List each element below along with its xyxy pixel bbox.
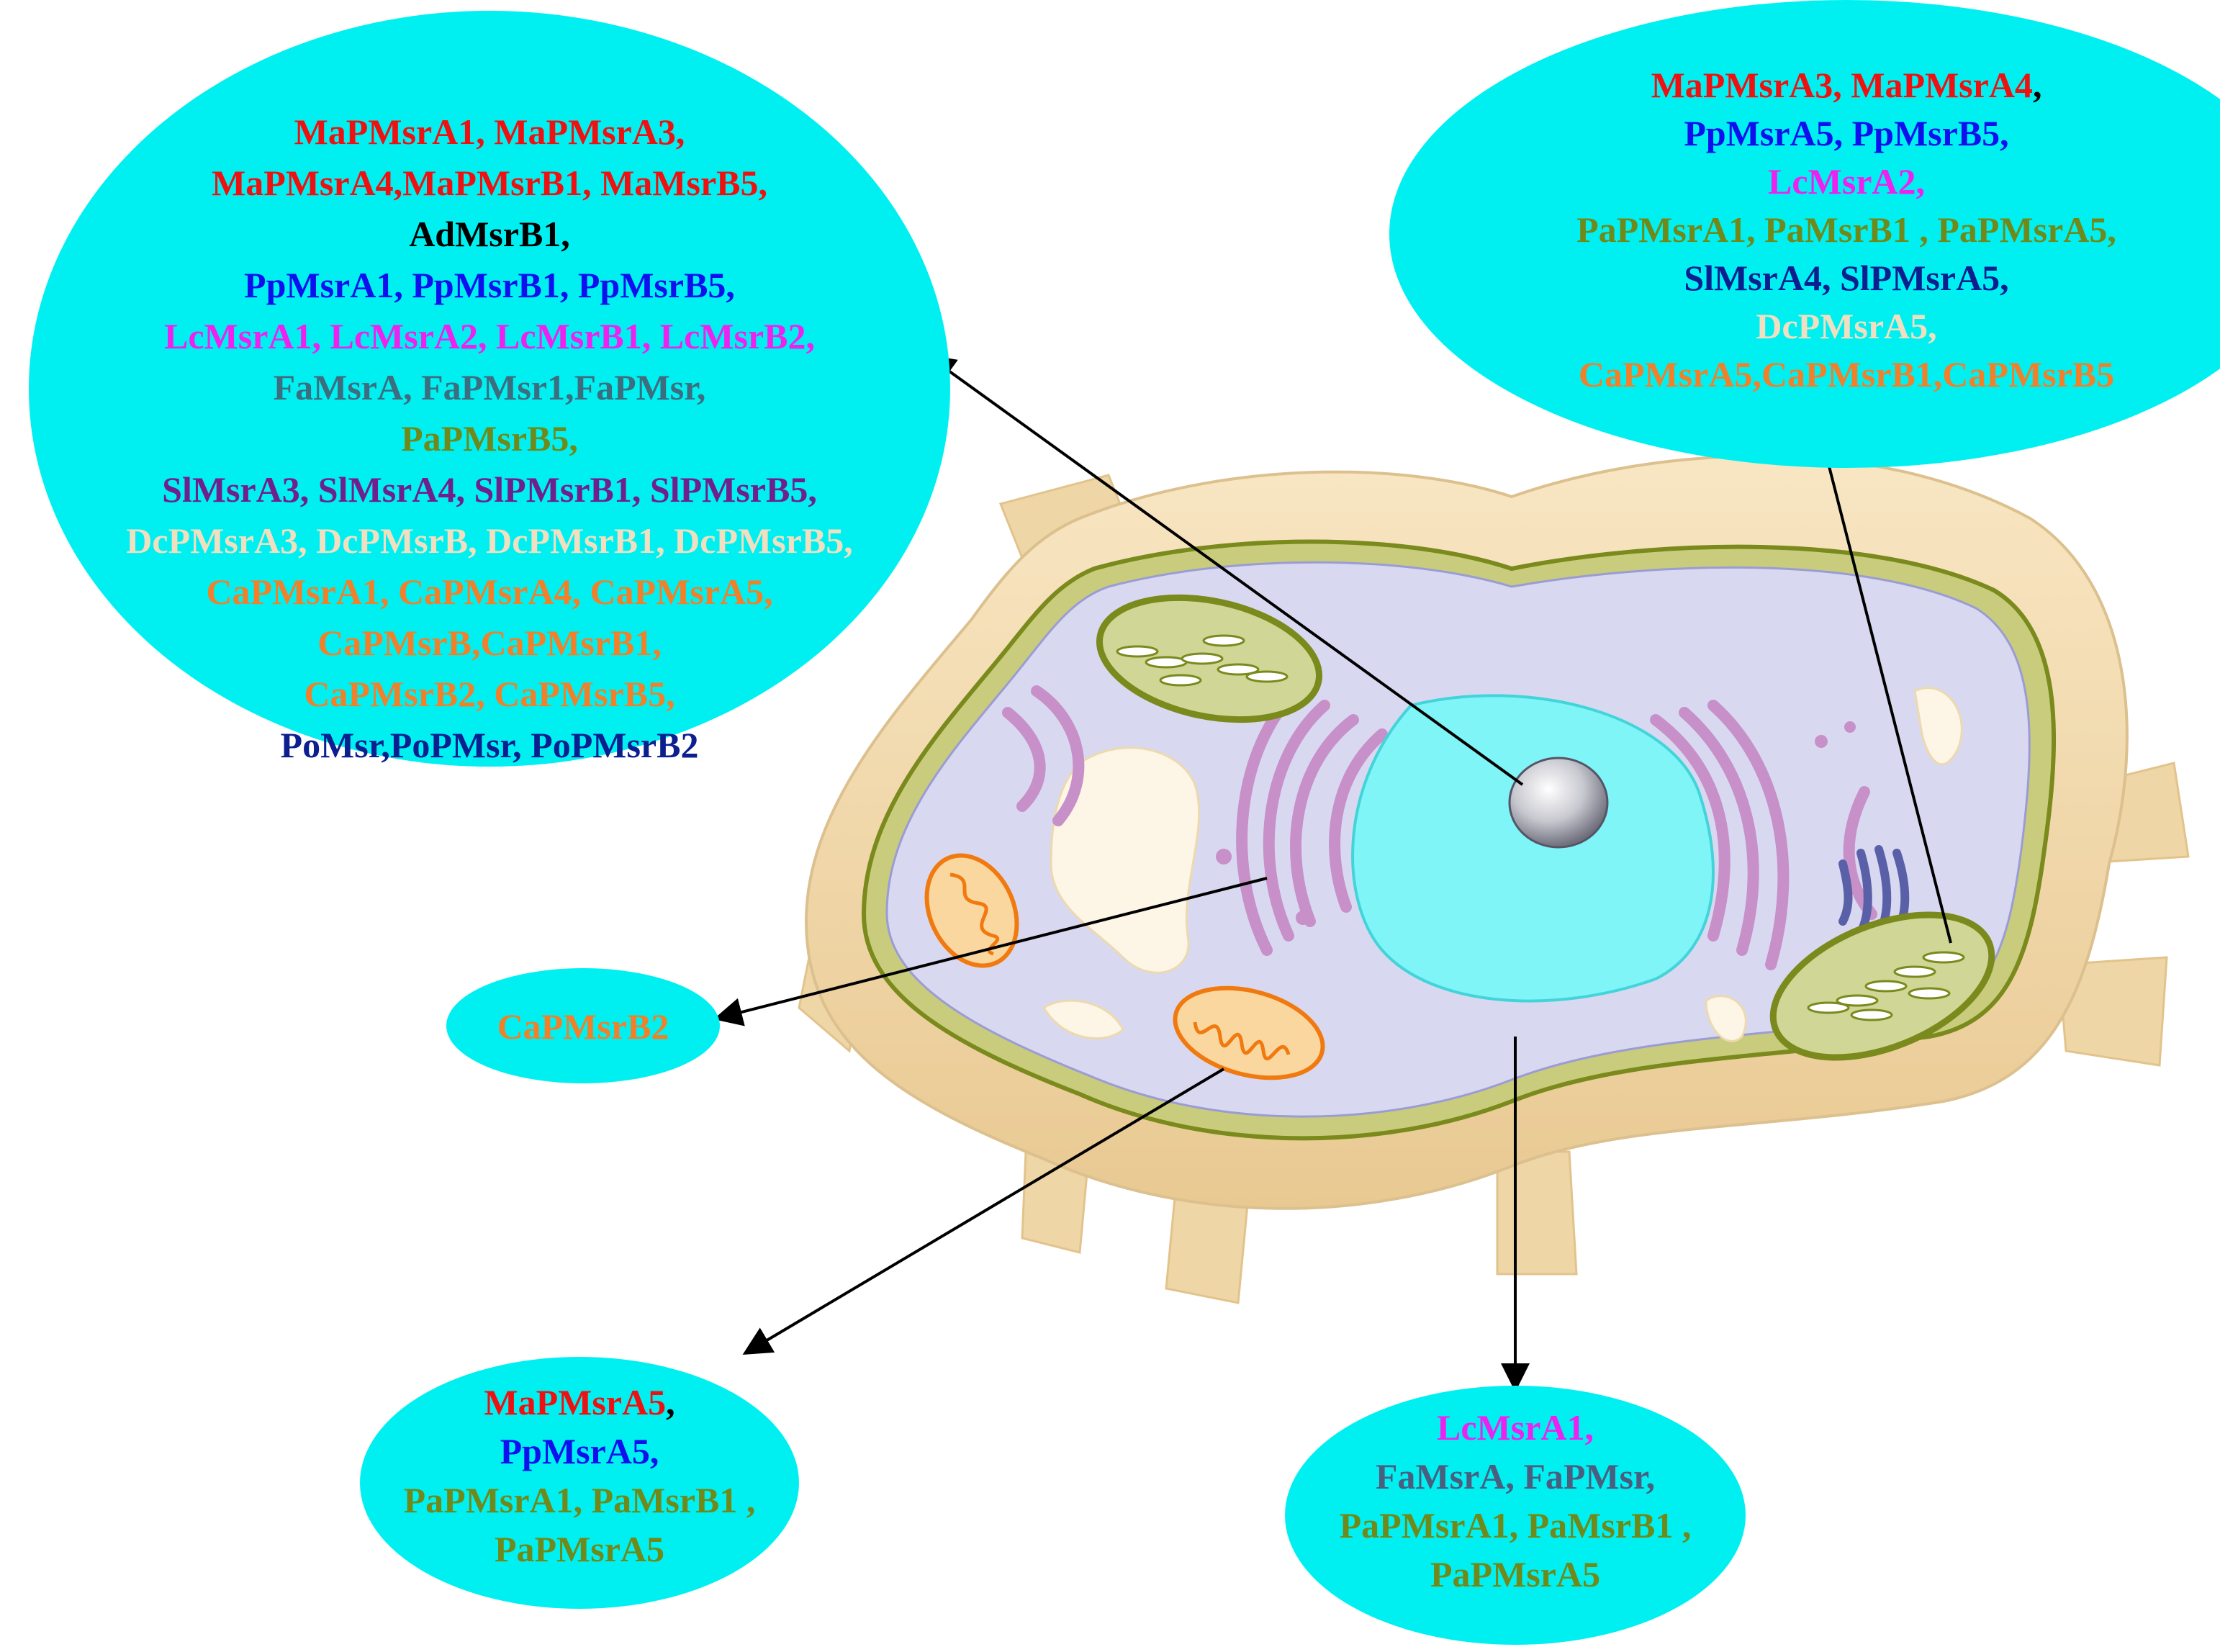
mitochondrion-gene-label: ,: [666, 1382, 675, 1422]
chloroplast-upper: [1096, 594, 1323, 723]
bubble-mitochondrion: MaPMsrA5,PpMsrA5, PaPMsrA1, PaMsrB1 , PaPM…: [360, 1357, 799, 1609]
arrow-mitochondrion: [742, 1068, 1225, 1355]
bubble-nucleus: MaPMsrA1, MaPMsrA3, MaPMsrA4,MaPMsrB1, Ma…: [29, 11, 950, 767]
bubble-nucleus-shape: [29, 11, 950, 767]
bubble-nucleus-text: MaPMsrA1, MaPMsrA3, MaPMsrA4,MaPMsrB1, Ma…: [126, 112, 852, 765]
golgi-gene-label: CaPMsrB2: [497, 1006, 669, 1047]
vacuoles: [1042, 686, 1963, 1042]
bubble-chloroplast: MaPMsrA3, MaPMsrA4, PpMsrA5, PpMsrB5, LcMs…: [1389, 0, 2220, 468]
bubble-golgi-shape: [446, 968, 720, 1083]
chloroplast-gene-label: MaPMsrA3, MaPMsrA4: [1651, 65, 2033, 105]
endoplasmic-reticulum: [1002, 685, 1877, 920]
arrows: [713, 354, 1952, 1392]
nucleus-gene-label: SlMsrA3, SlMsrA4, SlPMsrB1, SlPMsrB5,: [162, 469, 817, 510]
chloroplast-gene-label: SlMsrA4, SlPMsrA5,: [1684, 258, 2008, 298]
nucleus-gene-label: AdMsrB1,: [409, 214, 570, 254]
bubble-mitochondrion-text: MaPMsrA5,PpMsrA5, PaPMsrA1, PaMsrB1 , PaPM…: [404, 1382, 756, 1569]
nucleus-gene-label: CaPMsrA1, CaPMsrA4, CaPMsrA5,: [206, 572, 772, 612]
nucleus-gene-label: PaPMsrB5,: [401, 418, 578, 459]
nucleus-gene-label: MaPMsrA1, MaPMsrA3,: [294, 112, 685, 152]
vesicles: [1216, 721, 1856, 925]
bubble-mitochondrion-shape: [360, 1357, 799, 1609]
plant-cell: [798, 430, 2190, 1304]
chloroplast-gene-label: ,: [2033, 65, 2042, 105]
nucleus: [1351, 694, 1715, 1003]
cytoplasm-gene-label: FaMsrA, FaPMsr,: [1376, 1456, 1655, 1497]
arrow-chloroplast: [1813, 433, 1952, 944]
bubble-chloroplast-shape: [1389, 0, 2220, 468]
mitochondrion-center: [1173, 985, 1325, 1080]
cytoplasm-gene-label: LcMsrA1,: [1437, 1407, 1594, 1448]
bubble-cytoplasm: LcMsrA1, FaMsrA, FaPMsr, PaPMsrA1, PaMsrB1…: [1285, 1386, 1746, 1645]
bubble-chloroplast-text: MaPMsrA3, MaPMsrA4, PpMsrA5, PpMsrB5, LcMs…: [1576, 65, 2116, 394]
chloroplast-lower-right: [1769, 911, 1995, 1061]
chloroplast-gene-label: PpMsrA5, PpMsrB5,: [1684, 113, 2008, 153]
nucleus-gene-label: DcPMsrA3, DcPMsrB, DcPMsrB1, DcPMsrB5,: [126, 520, 852, 561]
nucleus-gene-label: FaMsrA, FaPMsr1,FaPMsr,: [274, 367, 706, 407]
mitochondrion-gene-label: PaPMsrA1, PaMsrB1 ,: [404, 1480, 756, 1520]
nucleus-gene-label: PpMsrA1, PpMsrB1, PpMsrB5,: [244, 265, 735, 305]
nucleus-gene-label: CaPMsrB,CaPMsrB1,: [317, 623, 662, 663]
chloroplast-gene-label: CaPMsrA5,CaPMsrB1,CaPMsrB5: [1579, 354, 2114, 394]
chloroplast-gene-label: PaPMsrA1, PaMsrB1 , PaPMsrA5,: [1576, 209, 2116, 250]
nucleus-gene-label: LcMsrA1, LcMsrA2, LcMsrB1, LcMsrB2,: [164, 316, 815, 356]
arrow-golgi: [713, 877, 1268, 1026]
nucleus-gene-label: CaPMsrB2, CaPMsrB5,: [304, 674, 674, 714]
mitochondrion-left: [924, 853, 1019, 968]
bubble-golgi: CaPMsrB2: [446, 968, 720, 1083]
nucleolus: [1508, 757, 1609, 849]
chloroplast-gene-label: DcPMsrA5,: [1756, 306, 1936, 346]
nucleus-gene-label: MaPMsrA4,MaPMsrB1, MaMsrB5,: [212, 163, 767, 203]
chloroplast-gene-label: LcMsrA2,: [1768, 161, 1925, 202]
arrow-nucleus: [926, 354, 1524, 786]
mitochondrion-gene-label: PpMsrA5,: [500, 1431, 659, 1471]
mitochondrion-gene-label: MaPMsrA5: [484, 1382, 666, 1422]
bubble-cytoplasm-text: LcMsrA1, FaMsrA, FaPMsr, PaPMsrA1, PaMsrB1…: [1340, 1407, 1692, 1594]
nucleus-gene-label: PoMsr,PoPMsr, PoPMsrB2: [281, 725, 699, 765]
cytoplasm-gene-label: PaPMsrA5: [1430, 1554, 1600, 1594]
bubble-cytoplasm-shape: [1285, 1386, 1746, 1645]
mitochondrion-gene-label: PaPMsrA5: [495, 1529, 664, 1569]
cytoplasm-gene-label: PaPMsrA1, PaMsrB1 ,: [1340, 1505, 1692, 1545]
bubble-golgi-text: CaPMsrB2: [497, 1006, 669, 1047]
